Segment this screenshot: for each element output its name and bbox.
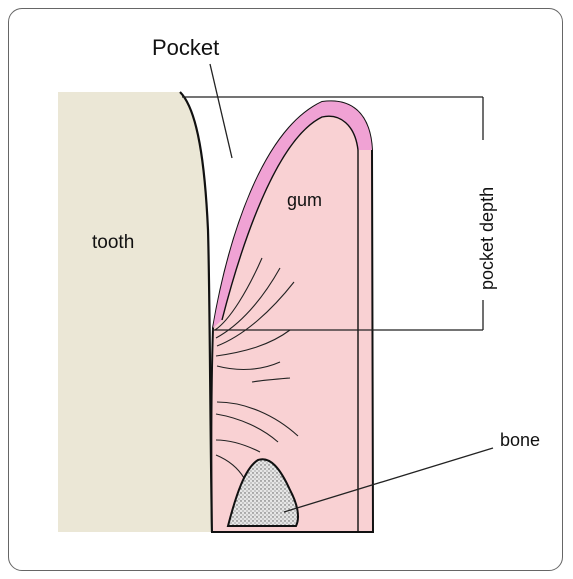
pocket-depth-label: pocket depth <box>477 187 497 290</box>
pocket-label: Pocket <box>152 35 219 60</box>
tooth-shape <box>58 92 212 532</box>
bone-label: bone <box>500 430 540 450</box>
tooth-label: tooth <box>92 232 134 253</box>
gum-label: gum <box>287 190 322 210</box>
pocket-pointer-line <box>210 64 232 158</box>
